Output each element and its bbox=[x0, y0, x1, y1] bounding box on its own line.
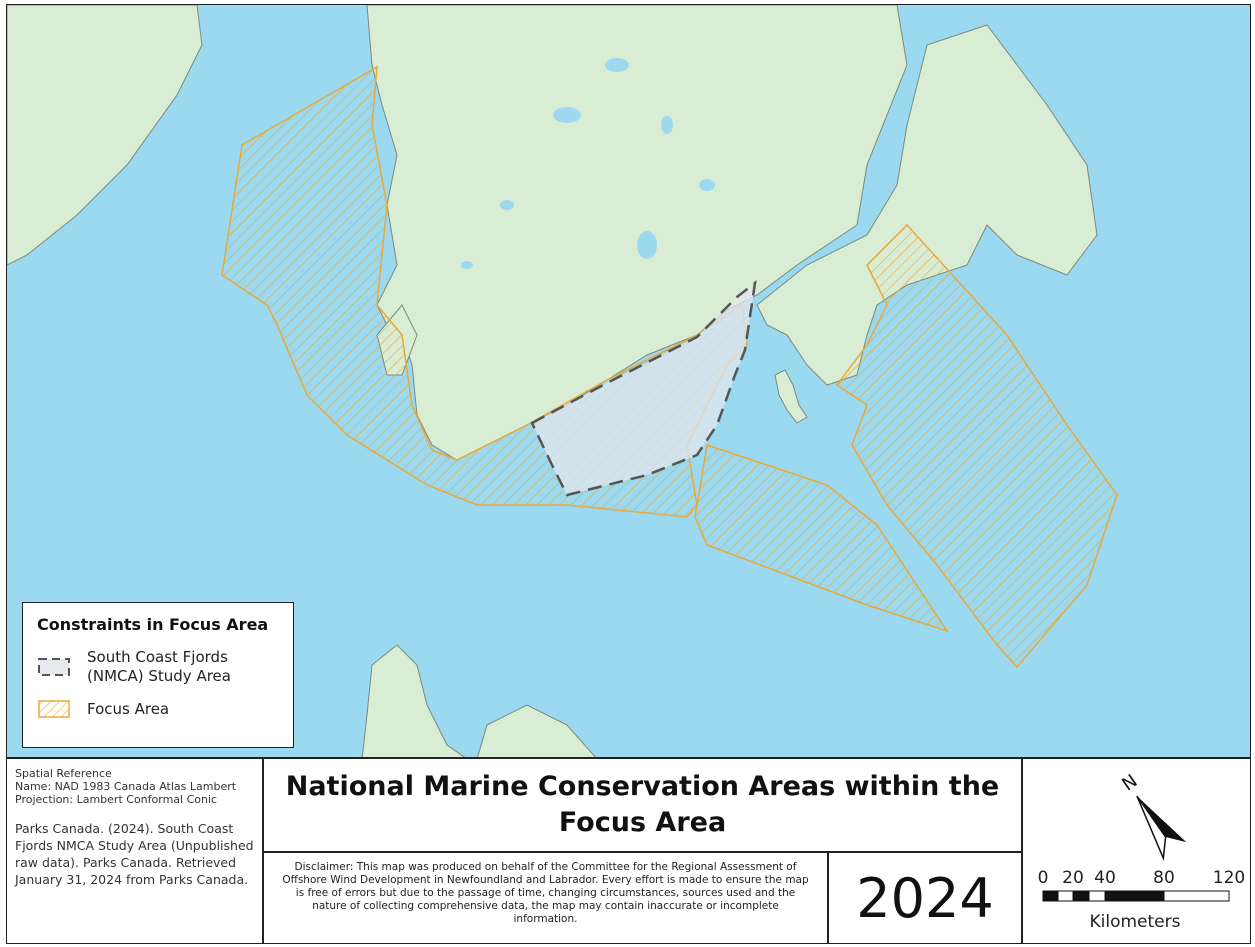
scale-bar bbox=[1042, 890, 1230, 902]
land-northwest bbox=[7, 5, 203, 266]
spatial-ref-name: Name: NAD 1983 Canada Atlas Lambert bbox=[15, 780, 237, 793]
legend-label-study-area: South Coast Fjords (NMCA) Study Area bbox=[87, 648, 231, 685]
study-area-polygon bbox=[530, 280, 757, 497]
title-box: National Marine Conservation Areas withi… bbox=[263, 758, 1022, 852]
north-arrow-icon bbox=[1136, 795, 1187, 862]
map-title: National Marine Conservation Areas withi… bbox=[285, 771, 1000, 838]
scale-tick-40: 40 bbox=[1094, 868, 1116, 888]
disclaimer: Disclaimer: This map was produced on beh… bbox=[263, 852, 828, 944]
map-footer: Spatial Reference Name: NAD 1983 Canada … bbox=[6, 758, 1251, 944]
land-layer bbox=[7, 5, 1098, 757]
spatial-ref-heading: Spatial Reference bbox=[15, 767, 112, 780]
scale-unit: Kilometers bbox=[1090, 912, 1181, 932]
land-east-peninsula bbox=[756, 24, 1098, 386]
spatial-reference: Spatial Reference Name: NAD 1983 Canada … bbox=[15, 767, 254, 806]
north-arrow-scale-graphic: N 0 20 40 80 120 Kilometers bbox=[1038, 771, 1246, 932]
data-citation: Parks Canada. (2024). South Coast Fjords… bbox=[15, 821, 254, 887]
hatched-polygon-icon bbox=[38, 700, 70, 718]
north-arrow-and-scale: N 0 20 40 80 120 Kilometers bbox=[1022, 758, 1251, 944]
legend-item-focus-area: Focus Area bbox=[37, 698, 279, 720]
scale-tick-20: 20 bbox=[1062, 868, 1084, 888]
scale-tick-120: 120 bbox=[1213, 868, 1245, 888]
land-southwest bbox=[361, 644, 466, 757]
dashed-polygon-icon bbox=[38, 658, 70, 676]
source-info: Spatial Reference Name: NAD 1983 Canada … bbox=[6, 758, 263, 944]
legend-item-study-area: South Coast Fjords (NMCA) Study Area bbox=[37, 648, 279, 686]
legend-title: Constraints in Focus Area bbox=[37, 615, 269, 634]
land-southwest-2 bbox=[477, 704, 596, 757]
north-label: N bbox=[1118, 771, 1141, 796]
lakes-layer bbox=[461, 58, 715, 269]
map-year: 2024 bbox=[828, 852, 1022, 944]
focus-area-middle bbox=[694, 444, 949, 633]
scale-ticks: 0 20 40 80 120 bbox=[1038, 868, 1246, 888]
map-legend: Constraints in Focus Area South Coast Fj… bbox=[22, 602, 294, 748]
scale-tick-80: 80 bbox=[1153, 868, 1175, 888]
spatial-ref-projection: Projection: Lambert Conformal Conic bbox=[15, 793, 218, 806]
land-island-small bbox=[774, 369, 808, 424]
focus-area-east bbox=[835, 223, 1118, 669]
scale-tick-0: 0 bbox=[1038, 868, 1049, 888]
legend-label-focus-area: Focus Area bbox=[87, 699, 170, 718]
